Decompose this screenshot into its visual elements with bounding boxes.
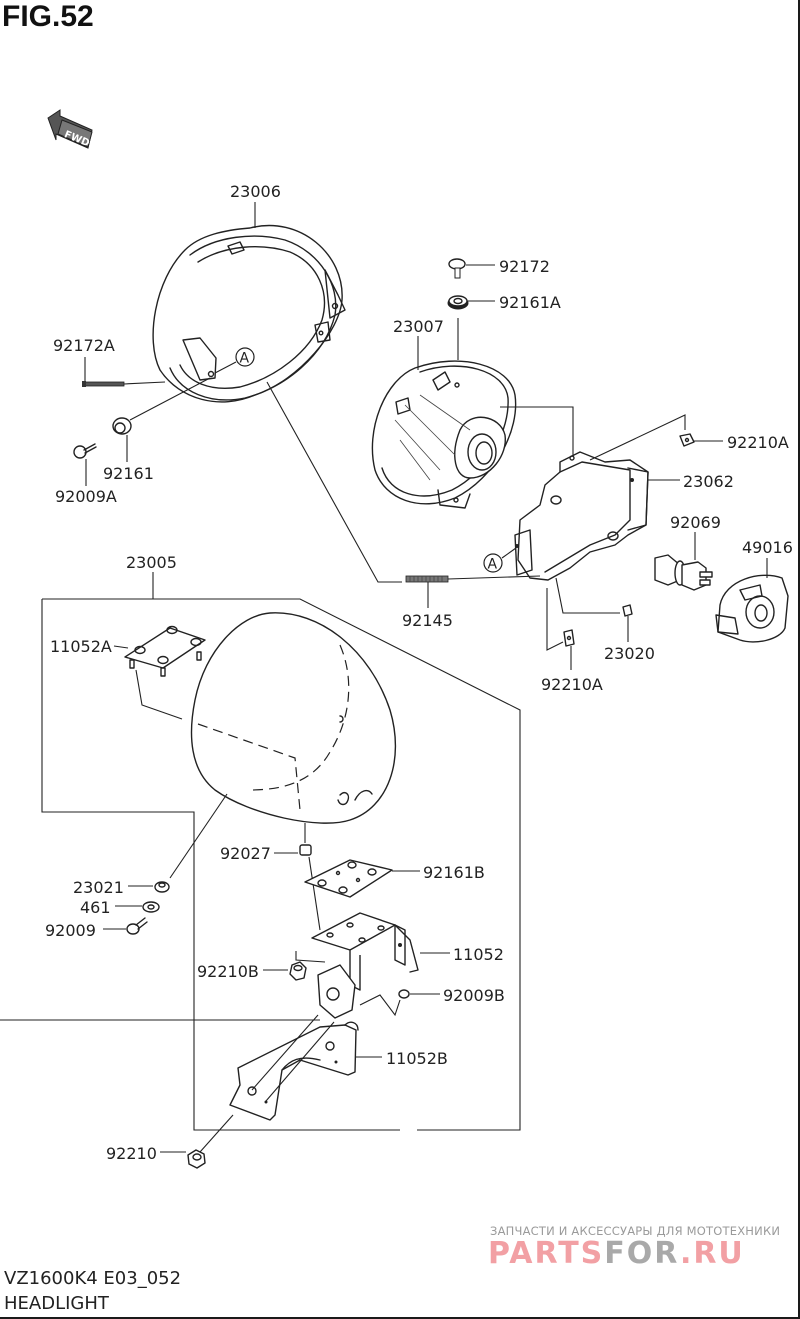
mount-bracket-11052B[interactable] bbox=[229, 1021, 359, 1121]
part-label-92210A-top[interactable]: 92210A bbox=[727, 433, 789, 452]
part-label-92210B[interactable]: 92210B bbox=[197, 962, 259, 981]
figure-title: FIG.52 bbox=[2, 0, 94, 33]
headlight-bracket-23062[interactable] bbox=[514, 451, 649, 581]
part-label-92172[interactable]: 92172 bbox=[499, 257, 550, 276]
collar-23021[interactable] bbox=[154, 881, 170, 893]
mount-bracket-11052[interactable] bbox=[311, 912, 419, 991]
bulb-socket-cover-49016[interactable] bbox=[715, 574, 789, 643]
rubber-plate-92161B[interactable] bbox=[304, 859, 393, 898]
part-label-11052B[interactable]: 11052B bbox=[386, 1049, 448, 1068]
screw-92009A[interactable] bbox=[73, 443, 97, 459]
part-label-92027[interactable]: 92027 bbox=[220, 844, 271, 863]
model-code: VZ1600K4 E03_052 bbox=[4, 1268, 182, 1289]
spacer-92027[interactable] bbox=[299, 844, 312, 856]
grommet-92161[interactable] bbox=[112, 417, 132, 435]
part-label-92009B[interactable]: 92009B bbox=[443, 986, 505, 1005]
part-label-23006[interactable]: 23006 bbox=[230, 182, 281, 201]
part-label-92210[interactable]: 92210 bbox=[106, 1144, 157, 1163]
fwd-arrow-icon: FWD bbox=[47, 109, 93, 149]
reference-marker-a-top: A bbox=[235, 347, 255, 367]
grommet-92161A[interactable] bbox=[447, 295, 469, 310]
screw-92009B[interactable] bbox=[398, 989, 410, 999]
watermark-logo-parts: PARTS bbox=[488, 1236, 605, 1271]
part-label-461[interactable]: 461 bbox=[80, 898, 111, 917]
reference-marker-a-bottom: A bbox=[483, 553, 503, 573]
mounting-plate-11052A[interactable] bbox=[124, 625, 206, 677]
part-label-92009[interactable]: 92009 bbox=[45, 921, 96, 940]
watermark-tagline: ЗАПЧАСТИ И АКСЕССУАРЫ ДЛЯ МОТОТЕХНИКИ bbox=[490, 1224, 781, 1238]
watermark-logo-ru: .RU bbox=[679, 1236, 745, 1271]
nut-92210A-top[interactable] bbox=[679, 433, 695, 447]
screw-92009[interactable] bbox=[126, 917, 148, 935]
part-label-92069[interactable]: 92069 bbox=[670, 513, 721, 532]
part-label-23021[interactable]: 23021 bbox=[73, 878, 124, 897]
part-label-23062[interactable]: 23062 bbox=[683, 472, 734, 491]
part-label-49016[interactable]: 49016 bbox=[742, 538, 793, 557]
part-label-92172A[interactable]: 92172A bbox=[53, 336, 115, 355]
part-label-11052A[interactable]: 11052A bbox=[50, 637, 112, 656]
nut-92210A-bottom[interactable] bbox=[563, 629, 575, 647]
part-label-11052[interactable]: 11052 bbox=[453, 945, 504, 964]
headlight-rim-23006[interactable] bbox=[152, 202, 346, 403]
watermark-logo: PARTSFOR.RU bbox=[488, 1236, 745, 1271]
screw-92172[interactable] bbox=[448, 258, 466, 279]
part-label-92009A[interactable]: 92009A bbox=[55, 487, 117, 506]
section-name: HEADLIGHT bbox=[4, 1293, 109, 1314]
part-label-23005[interactable]: 23005 bbox=[126, 553, 177, 572]
part-label-92145[interactable]: 92145 bbox=[402, 611, 453, 630]
svg-text:A: A bbox=[240, 351, 250, 367]
linkage-plate bbox=[317, 964, 356, 1019]
part-label-92161[interactable]: 92161 bbox=[103, 464, 154, 483]
headlight-shell-23005[interactable] bbox=[190, 612, 397, 824]
bulb-92069[interactable] bbox=[654, 554, 713, 591]
part-label-23020[interactable]: 23020 bbox=[604, 644, 655, 663]
nut-92210[interactable] bbox=[187, 1149, 206, 1169]
clip-23020[interactable] bbox=[622, 604, 633, 617]
part-label-23007[interactable]: 23007 bbox=[393, 317, 444, 336]
part-label-92161A[interactable]: 92161A bbox=[499, 293, 561, 312]
group-outline-23005 bbox=[42, 598, 521, 1131]
part-label-92210A-bottom[interactable]: 92210A bbox=[541, 675, 603, 694]
spring-92145[interactable] bbox=[405, 575, 449, 583]
nut-92210B[interactable] bbox=[289, 961, 307, 981]
part-label-92161B[interactable]: 92161B bbox=[423, 863, 485, 882]
screw-92172A[interactable] bbox=[82, 381, 125, 387]
svg-text:A: A bbox=[488, 557, 498, 573]
watermark-logo-for: FOR bbox=[604, 1236, 680, 1271]
washer-461[interactable] bbox=[142, 901, 160, 913]
headlight-unit-23007[interactable] bbox=[371, 360, 517, 509]
